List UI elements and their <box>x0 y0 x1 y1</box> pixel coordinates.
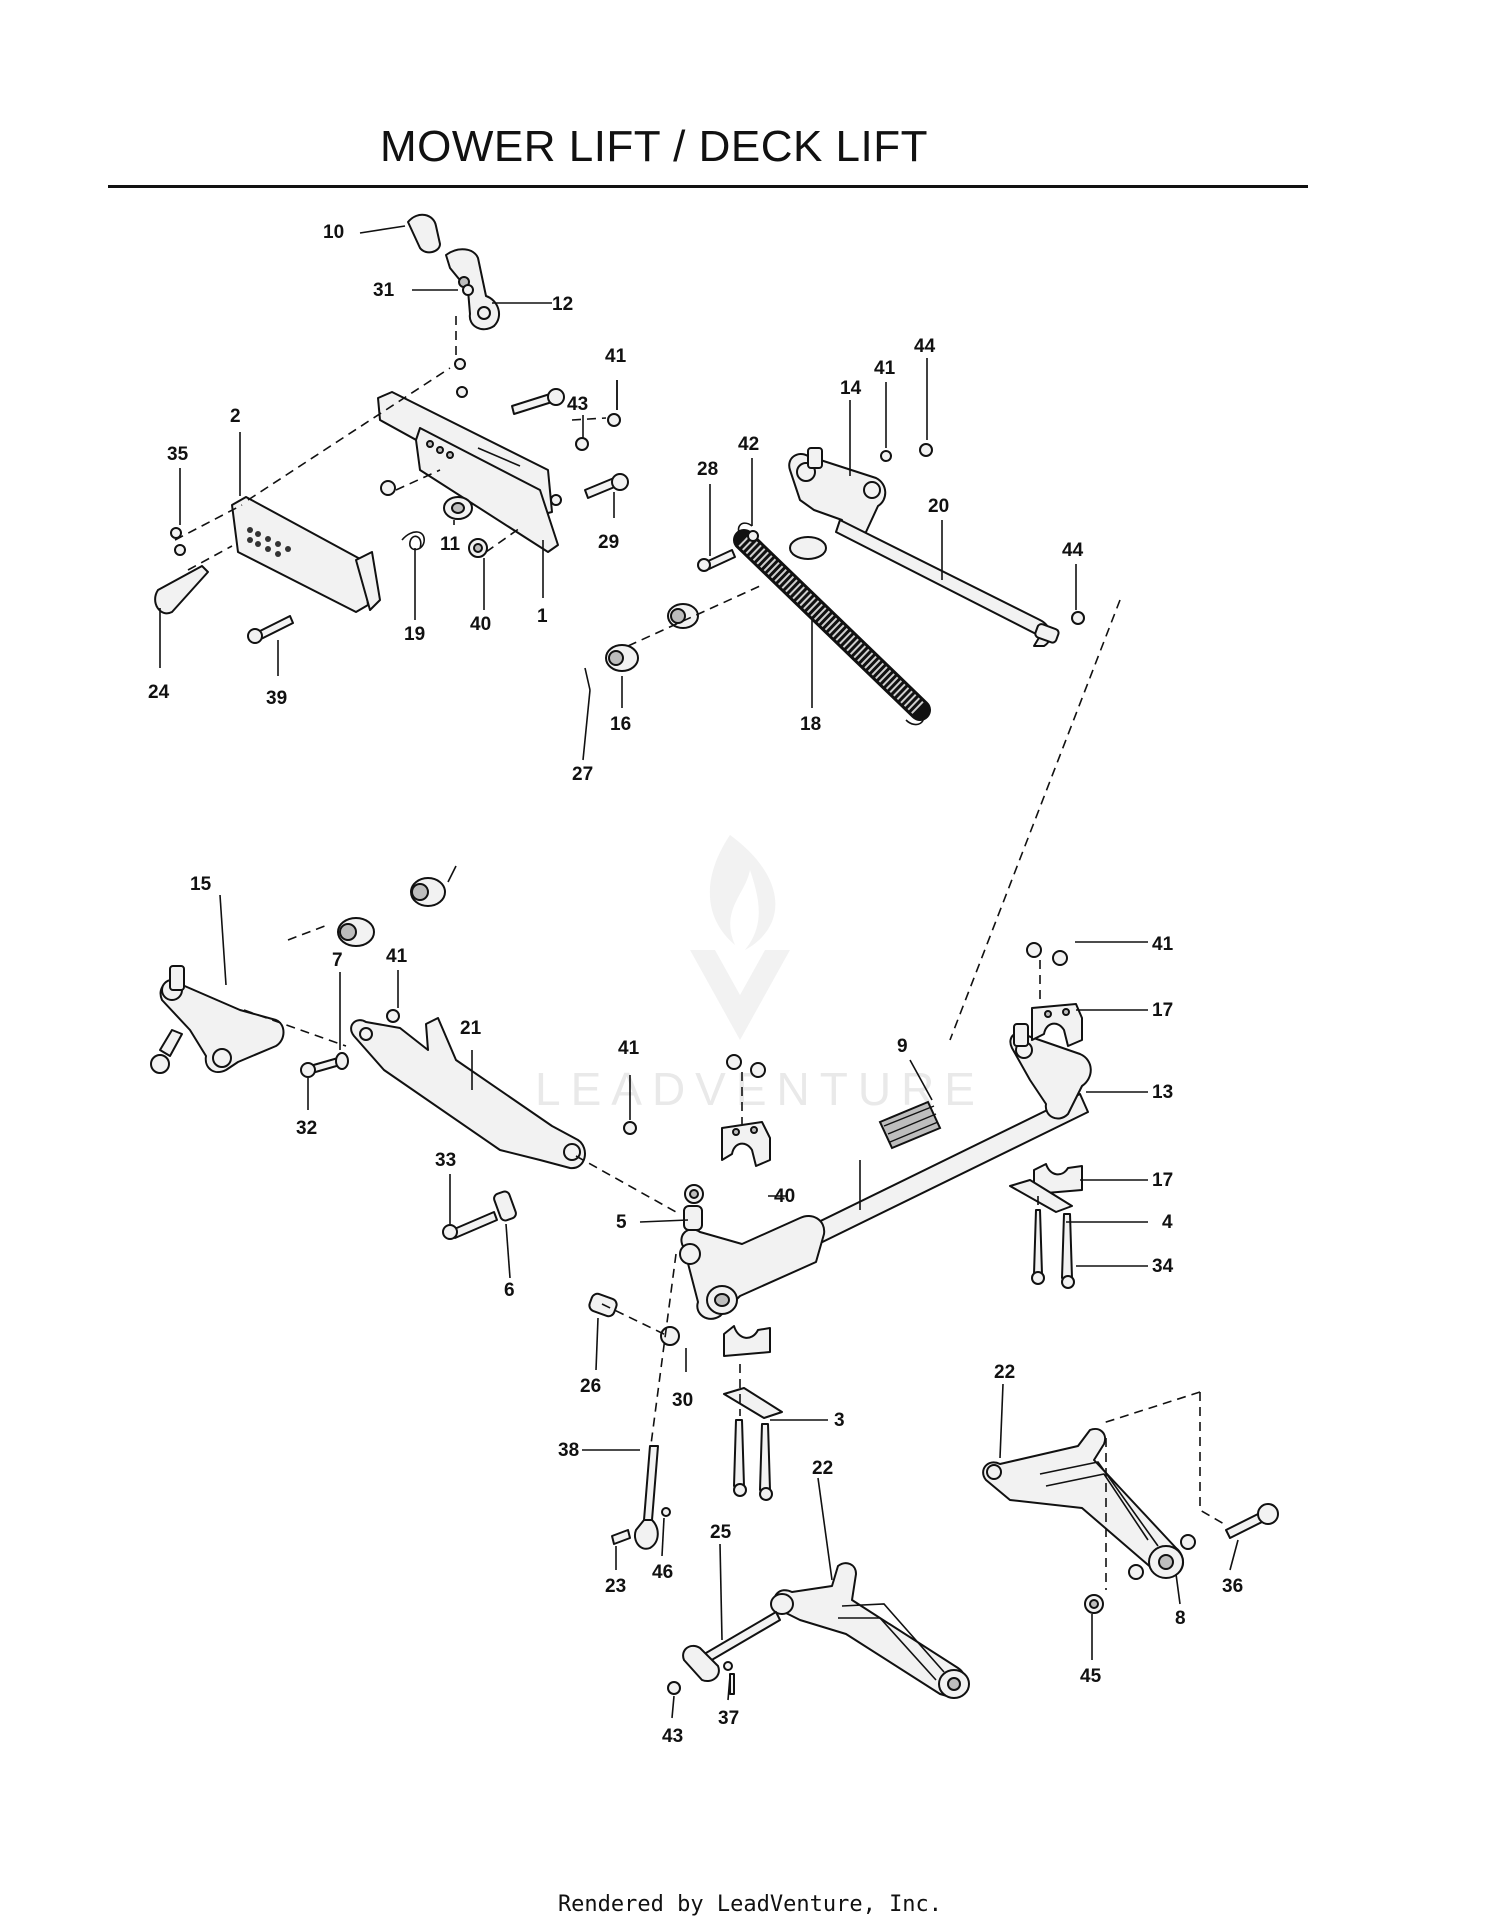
callout: 7 <box>332 950 343 971</box>
callout: 19 <box>404 624 425 645</box>
pin-25 <box>667 1611 781 1695</box>
callout: 41 <box>618 1038 640 1059</box>
bushings-mid-left <box>337 865 457 947</box>
callout: 18 <box>800 714 821 735</box>
grip-sleeve-9 <box>878 1100 942 1150</box>
callout: 38 <box>558 1440 579 1461</box>
callout: 41 <box>1152 934 1174 955</box>
callout: 36 <box>1222 1576 1243 1597</box>
callout: 9 <box>897 1036 908 1057</box>
callout: 26 <box>580 1376 601 1397</box>
bushings-16 <box>605 536 827 672</box>
callout: 33 <box>435 1150 456 1171</box>
leaders-upper-right <box>582 358 1121 1041</box>
callout: 39 <box>266 688 287 709</box>
callout: 40 <box>470 614 491 635</box>
callout: 41 <box>386 946 408 967</box>
callout: 12 <box>552 294 573 315</box>
callout: 42 <box>738 434 759 455</box>
callout: 21 <box>460 1018 482 1039</box>
callout: 8 <box>1175 1608 1186 1629</box>
bolt-36 <box>1225 1503 1279 1539</box>
pivot-arm-15 <box>150 965 285 1074</box>
handle-knob <box>407 213 441 254</box>
callout: 4 <box>1162 1212 1173 1233</box>
lift-arm-21 <box>350 1017 586 1170</box>
clamp-plates <box>723 1179 1073 1419</box>
callout: 34 <box>1152 1256 1174 1277</box>
callout: 24 <box>148 682 170 703</box>
callout: 16 <box>610 714 631 735</box>
callout: 14 <box>840 378 862 399</box>
lift-rod-20 <box>835 519 1060 647</box>
hardware-upper-right <box>584 443 1085 691</box>
callout: 13 <box>1152 1082 1173 1103</box>
leaders-center <box>595 941 1148 1453</box>
leaders-lower <box>582 1383 1239 1719</box>
title-rule <box>108 185 1308 188</box>
mount-plate-lower <box>231 496 381 613</box>
callout: 22 <box>994 1362 1015 1383</box>
callout: 46 <box>652 1562 673 1583</box>
callout: 3 <box>834 1410 845 1431</box>
hardware-center <box>588 942 1075 1501</box>
callout: 20 <box>928 496 949 517</box>
pivot-bracket-14 <box>788 447 887 536</box>
callout: 45 <box>1080 1666 1102 1687</box>
callout: 43 <box>567 394 588 415</box>
bolts-upper <box>170 284 629 644</box>
callout: 31 <box>373 280 395 301</box>
callout: 22 <box>812 1458 833 1479</box>
callout: 5 <box>616 1212 627 1233</box>
callout: 30 <box>672 1390 693 1411</box>
callout: 40 <box>774 1186 795 1207</box>
callout-labels: 10 31 12 41 43 2 35 29 11 19 40 1 24 39 … <box>148 222 1243 1747</box>
callout: 28 <box>697 459 718 480</box>
callout: 29 <box>598 532 619 553</box>
callout: 2 <box>230 406 241 427</box>
callout: 25 <box>710 1522 732 1543</box>
callout: 17 <box>1152 1170 1173 1191</box>
bearing-blocks-17 <box>721 1003 1083 1357</box>
callout: 10 <box>323 222 344 243</box>
callout: 44 <box>1062 540 1084 561</box>
extension-spring-18 <box>733 522 931 726</box>
callout: 43 <box>662 1726 683 1747</box>
lift-link-38 <box>611 1445 671 1550</box>
callout: 41 <box>605 346 627 367</box>
callout: 17 <box>1152 1000 1173 1021</box>
lower-arm-22-left <box>770 1562 970 1699</box>
footer-credit: Rendered by LeadVenture, Inc. <box>557 1892 943 1917</box>
callout: 44 <box>914 336 936 357</box>
callout: 41 <box>874 358 896 379</box>
cross-shaft-13 <box>679 1023 1092 1320</box>
callout: 27 <box>572 764 593 785</box>
mount-plate-upper <box>377 391 559 553</box>
callout: 37 <box>718 1708 739 1729</box>
lock-rod-24 <box>154 565 209 615</box>
callout: 1 <box>537 606 548 627</box>
torsion-spring-19 <box>401 531 425 551</box>
callout: 23 <box>605 1576 626 1597</box>
leaders-mid-left <box>219 894 677 1279</box>
page-title: MOWER LIFT / DECK LIFT <box>379 122 928 171</box>
pivot-bushing-11 <box>443 496 473 520</box>
callout: 35 <box>167 444 189 465</box>
callout: 32 <box>296 1118 317 1139</box>
callout: 15 <box>190 874 212 895</box>
watermark-logo <box>690 835 790 1040</box>
callout: 11 <box>440 534 461 555</box>
hardware-mid-left <box>300 1009 637 1240</box>
lower-arm-22-right <box>982 1428 1196 1614</box>
callout: 6 <box>504 1280 515 1301</box>
